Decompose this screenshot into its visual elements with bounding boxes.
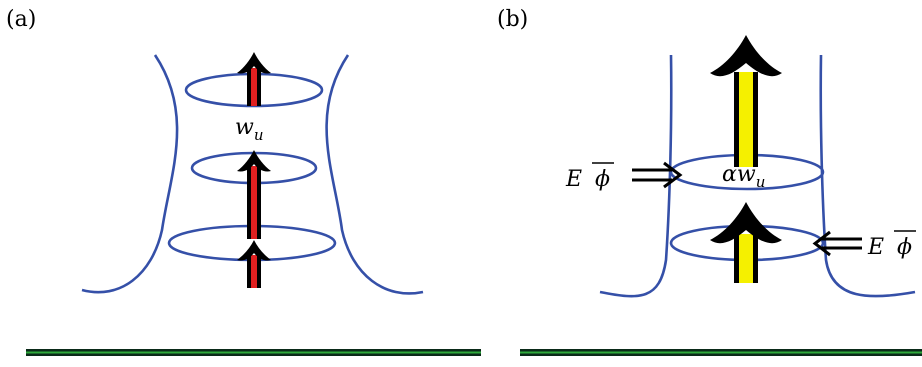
panel-b-left-label: E ϕ xyxy=(565,163,614,192)
panel-b-ground xyxy=(520,349,922,356)
panel-a-arrow-bottom xyxy=(237,240,271,288)
panel-a: (a) wu xyxy=(6,7,481,356)
panel-b-right-label: E ϕ xyxy=(867,231,916,260)
svg-text:E: E xyxy=(565,167,582,192)
panel-b-tube-right-wall xyxy=(821,55,915,296)
panel-a-arrow-top xyxy=(237,52,271,106)
svg-text:E: E xyxy=(867,235,884,260)
panel-a-center-text: wu xyxy=(235,115,264,144)
svg-text:ϕ: ϕ xyxy=(897,235,912,260)
panel-a-tube-right-wall xyxy=(327,55,423,293)
panel-b-tube-left-wall xyxy=(600,55,671,296)
svg-text:ϕ: ϕ xyxy=(595,167,610,192)
panel-b-arrow-top xyxy=(710,35,782,167)
panel-b-arrow-bottom xyxy=(710,202,782,283)
panel-b-center-text: αwu xyxy=(722,162,765,191)
panel-a-label: (a) xyxy=(6,7,36,32)
panel-a-tube-left-wall xyxy=(82,55,177,292)
panel-b-label: (b) xyxy=(497,7,528,32)
panel-a-ground xyxy=(26,349,481,356)
panel-b: (b) αwu E ϕ xyxy=(497,7,922,356)
